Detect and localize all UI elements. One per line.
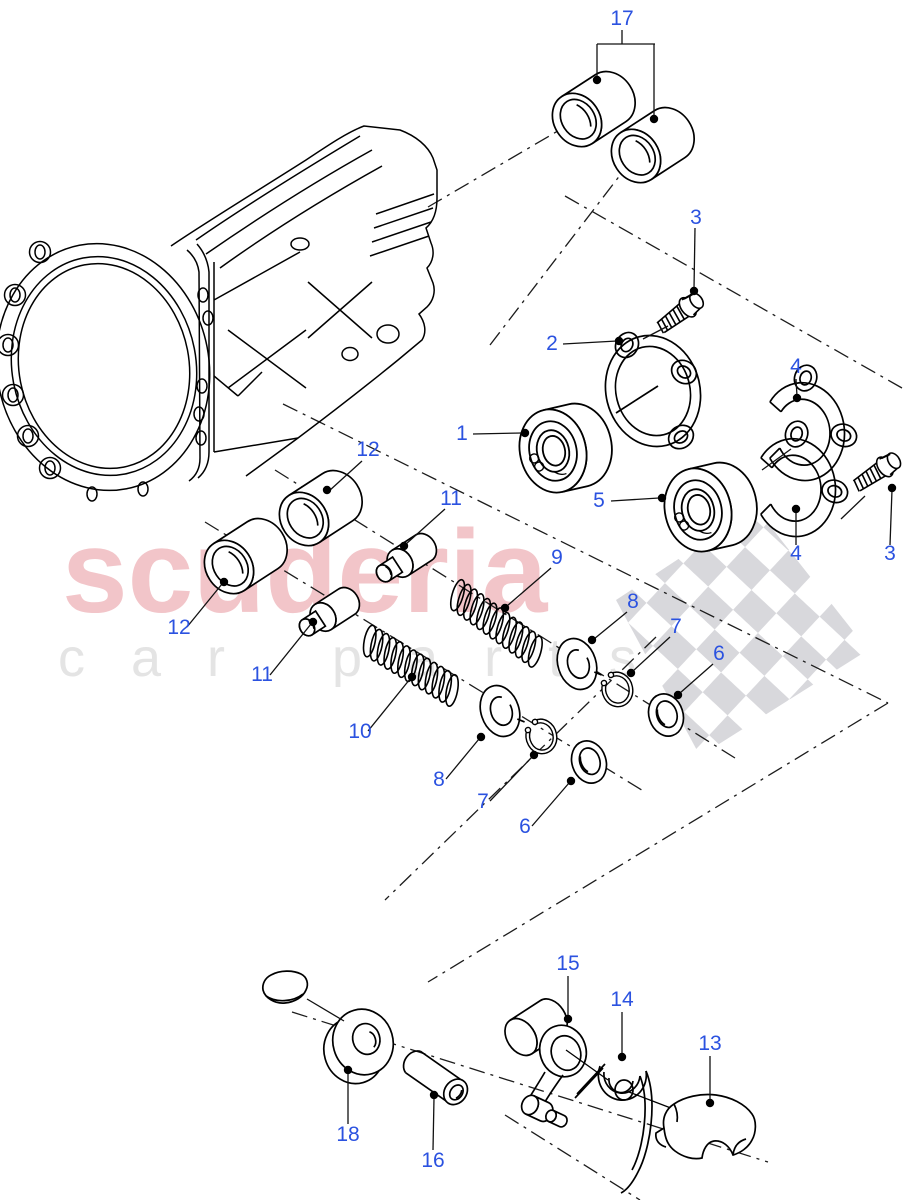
part-bolt-3b (848, 447, 906, 497)
callout-7a[interactable]: 7 (670, 615, 682, 638)
callout-2[interactable]: 2 (546, 332, 558, 355)
callout-labels: 17 3 2 4 1 5 4 3 12 11 9 12 11 10 8 7 6 … (167, 7, 896, 1172)
callout-13[interactable]: 13 (698, 1032, 721, 1055)
transmission-housing-drawing (0, 125, 438, 502)
callout-4a[interactable]: 4 (790, 355, 802, 378)
part-pin-16 (402, 1050, 469, 1106)
callout-4b[interactable]: 4 (790, 542, 802, 565)
callout-12a[interactable]: 12 (356, 438, 379, 461)
part-bearing-1 (510, 395, 621, 501)
part-wedge-key (261, 970, 309, 1004)
part-pawl-13 (655, 1093, 757, 1160)
callout-16[interactable]: 16 (421, 1149, 444, 1172)
callout-17[interactable]: 17 (610, 7, 633, 30)
callout-3b[interactable]: 3 (884, 542, 896, 565)
leader-dots (219, 75, 897, 1108)
part-washer-8b (473, 679, 528, 743)
callout-7b[interactable]: 7 (477, 790, 489, 813)
callout-8b[interactable]: 8 (433, 768, 445, 791)
part-selector-lever-15 (504, 998, 609, 1128)
callout-6b[interactable]: 6 (519, 815, 531, 838)
part-torsion-spring-14 (574, 1063, 677, 1194)
leader-lines (186, 30, 893, 1151)
callout-12b[interactable]: 12 (167, 616, 190, 639)
callout-3a[interactable]: 3 (690, 206, 702, 229)
callout-11a[interactable]: 11 (440, 487, 462, 510)
callout-5[interactable]: 5 (593, 489, 605, 512)
callout-9[interactable]: 9 (551, 546, 563, 569)
part-gasket-2 (604, 331, 702, 450)
callout-15[interactable]: 15 (556, 952, 579, 975)
callout-1[interactable]: 1 (456, 422, 468, 445)
part-lockplate-4b (750, 411, 857, 542)
callout-10[interactable]: 10 (348, 720, 371, 743)
callout-18[interactable]: 18 (336, 1123, 359, 1146)
callout-14[interactable]: 14 (610, 988, 634, 1011)
callout-11b[interactable]: 11 (251, 663, 273, 686)
part-roller-18 (322, 1008, 395, 1085)
callout-6a[interactable]: 6 (713, 642, 725, 665)
callout-8a[interactable]: 8 (627, 590, 639, 613)
